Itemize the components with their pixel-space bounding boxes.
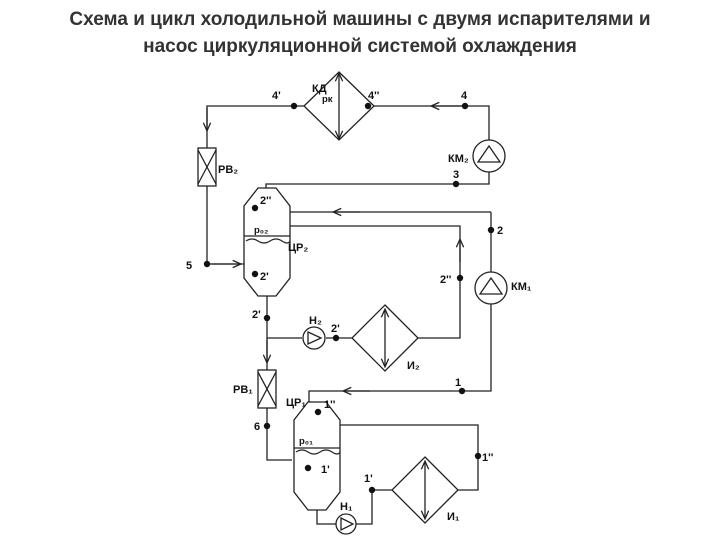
line-i2-return	[290, 225, 461, 339]
label-i2: И₂	[407, 360, 420, 372]
label-1: 1	[455, 377, 461, 389]
compressor-km2-symbol	[476, 144, 502, 163]
dot-1b-hx	[368, 486, 376, 494]
label-kd: КД	[312, 83, 327, 95]
labels: КД pк 4' 4'' 4 КМ₂ 3 РВ₂ 2'' p₀₂ ЦР₂ 2' …	[186, 83, 532, 523]
label-2b-cr2: 2'	[260, 271, 269, 283]
label-cr2: ЦР₂	[288, 242, 308, 254]
pump-n2-symbol	[307, 330, 323, 346]
dot-4b	[364, 102, 372, 110]
dot-1bb-right	[474, 452, 482, 460]
title-line-2: насос циркуляционной системой охлаждения	[143, 36, 577, 57]
dot-2bb-cr2	[251, 204, 259, 212]
line-rv1-to-cr1	[266, 408, 292, 461]
line-rv2-to-5	[206, 186, 245, 265]
label-p01: p₀₁	[299, 436, 313, 447]
label-p02: p₀₂	[254, 225, 268, 236]
label-n2: Н₂	[309, 315, 322, 327]
label-pk: pк	[322, 94, 333, 105]
line-cr1-to-n1	[316, 510, 336, 525]
dot-2b-cr2-out	[263, 314, 271, 322]
label-4: 4	[461, 90, 468, 102]
dot-4a	[290, 102, 298, 110]
line-4-to-condenser	[370, 105, 490, 140]
dot-5	[203, 260, 211, 268]
label-1b-hx: 1'	[364, 473, 373, 485]
low-stage-receiver	[257, 369, 479, 535]
line-cr2-bottom-to-n2	[266, 296, 302, 339]
label-2b-cr2-out: 2'	[252, 309, 261, 321]
line-condenser-to-rv2	[206, 105, 308, 148]
dot-3	[452, 180, 460, 188]
label-rv1: РВ₁	[233, 384, 253, 396]
circulation-receiver-cr2	[243, 187, 291, 297]
label-i1: И₁	[447, 511, 460, 523]
compressor-km1-symbol	[478, 276, 504, 295]
cr1-vessel	[293, 401, 341, 511]
evaporator-i2-loop	[266, 296, 419, 372]
dot-6	[263, 422, 271, 430]
dot-2bb-right	[456, 274, 464, 282]
label-2bb-right: 2''	[440, 274, 452, 286]
low-stage-loop	[290, 212, 508, 410]
label-1bb-right: 1''	[482, 452, 494, 464]
state-points	[203, 102, 495, 494]
label-n1: Н₁	[340, 501, 353, 513]
dot-1	[458, 387, 466, 395]
label-2: 2	[497, 225, 503, 237]
label-km2: КМ₂	[448, 153, 469, 165]
line-n1-to-i1	[356, 489, 392, 525]
cr2-liquid-wave	[245, 238, 291, 244]
diagram-title: Схема и цикл холодильной машины с двумя …	[0, 6, 720, 60]
dot-4	[461, 102, 469, 110]
label-2bb-cr2: 2''	[260, 195, 272, 207]
label-rv2: РВ₂	[218, 164, 238, 176]
label-1b-cr1: 1'	[321, 464, 330, 476]
label-4a: 4'	[272, 90, 281, 102]
label-6: 6	[254, 421, 260, 433]
dot-2b-pump	[332, 334, 340, 342]
cr1-liquid-wave	[295, 449, 341, 455]
label-2b-pump: 2'	[331, 323, 340, 335]
compressor-km2	[472, 139, 506, 173]
label-5: 5	[186, 260, 192, 272]
dot-2b-cr2	[251, 270, 259, 278]
dot-1bb-cr1	[314, 408, 322, 416]
high-pressure-loop	[197, 71, 506, 265]
label-km1: КМ₁	[511, 281, 532, 293]
pump-n1-symbol	[340, 516, 355, 532]
label-3: 3	[453, 169, 459, 181]
rv2-cross-b	[197, 149, 217, 185]
compressor-km1	[474, 271, 508, 305]
dot-1b-cr1	[304, 464, 312, 472]
rv1-cross-b	[257, 371, 277, 407]
dot-2	[487, 226, 495, 234]
label-cr1: ЦР₁	[286, 397, 306, 409]
label-4b: 4''	[368, 90, 380, 102]
line-km1-to-1	[462, 304, 492, 392]
title-line-1: Схема и цикл холодильной машины с двумя …	[69, 9, 651, 30]
label-1bb-cr1: 1''	[324, 399, 336, 411]
